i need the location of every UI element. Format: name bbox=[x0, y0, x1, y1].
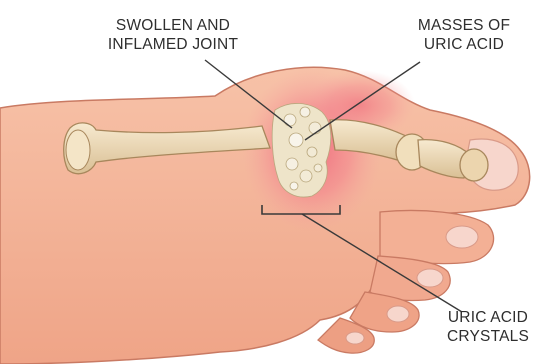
label-uric-acid-masses: MASSES OF URIC ACID bbox=[384, 16, 544, 54]
label-crystals-line2: CRYSTALS bbox=[432, 327, 544, 346]
label-masses-line1: MASSES OF bbox=[384, 16, 544, 35]
label-swollen-line1: SWOLLEN AND bbox=[78, 16, 268, 35]
label-uric-acid-crystals: URIC ACID CRYSTALS bbox=[432, 308, 544, 346]
label-swollen-line2: INFLAMED JOINT bbox=[78, 35, 268, 54]
uric-acid-masses bbox=[272, 103, 331, 197]
label-crystals-line1: URIC ACID bbox=[432, 308, 544, 327]
label-swollen-joint: SWOLLEN AND INFLAMED JOINT bbox=[78, 16, 268, 54]
label-masses-line2: URIC ACID bbox=[384, 35, 544, 54]
